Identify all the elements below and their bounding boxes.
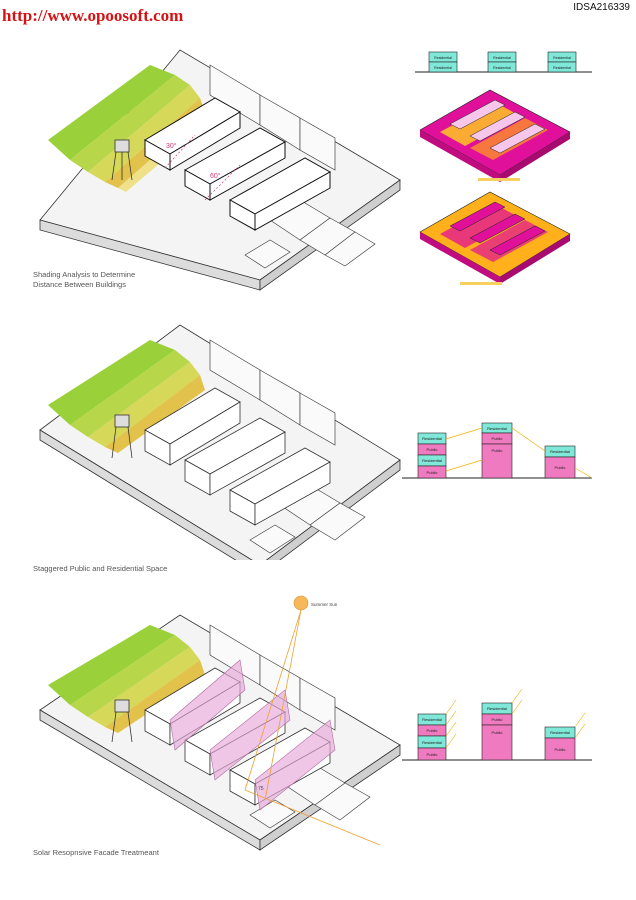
stack-left-label: Public (427, 752, 438, 757)
water-tower-icon (111, 414, 133, 459)
context-buildings (209, 624, 371, 829)
staggered-blocks (144, 387, 331, 526)
section-block-3-bottom (547, 61, 577, 73)
angle-label-30: 30° (166, 142, 177, 150)
stack-links (445, 427, 593, 479)
panel-3-caption: Solar Resopnsive Facade Treatmeant (33, 848, 159, 858)
heatmap-summer (419, 89, 571, 182)
stack-left (417, 713, 447, 761)
stack-left-label: Public (427, 470, 438, 475)
stack-left-label: Residential (422, 740, 442, 745)
sun-rays (244, 609, 381, 846)
section-block-2-bottom (487, 61, 517, 73)
context-buildings (209, 339, 366, 554)
stack-right (544, 726, 576, 761)
caption-line: Shading Analysis to Determine (33, 270, 136, 279)
shading-rays (164, 134, 241, 201)
stack-left-label: Public (427, 447, 438, 452)
stack-left-label: Public (427, 728, 438, 733)
panel-1-diagram: 30° 60° Residential Residential Resident… (39, 49, 592, 291)
caption-line: Staggered Public and Residential Space (33, 564, 168, 573)
heatmap-winter (419, 191, 571, 285)
caption-line: Distance Between Buildings (33, 280, 126, 289)
stack-mid-label: Public (492, 730, 503, 735)
caption-line: Solar Resopnsive Facade Treatmeant (33, 848, 159, 857)
panel-3-diagram: Summer Sun 75 Residential Public Residen… (39, 595, 592, 851)
angle-label: 75 (258, 786, 264, 792)
section-label: Residential (434, 66, 452, 70)
stack-right-label: Residential (550, 449, 570, 454)
stack-right-label: Public (555, 465, 566, 470)
section-label: Residential (553, 66, 571, 70)
residential-blocks (144, 97, 332, 231)
sun-icon (293, 595, 309, 611)
stack-mid (481, 422, 513, 479)
facade-screens (169, 659, 336, 811)
stack-right (544, 445, 576, 479)
section-label: Residential (493, 56, 511, 60)
panel-2-caption: Staggered Public and Residential Space (33, 564, 167, 574)
stack-left-label: Residential (422, 436, 442, 441)
panel-1-caption: Shading Analysis to Determine Distance B… (33, 270, 135, 290)
stack-mid-label: Public (492, 448, 503, 453)
stack-mid-label: Residential (487, 706, 507, 711)
watermark: http://www.opoosoft.com (2, 6, 184, 25)
sun-label: Summer Sun (311, 602, 338, 607)
stack-mid-label: Residential (487, 426, 507, 431)
section-label: Residential (434, 56, 452, 60)
angle-label-60: 60° (210, 172, 221, 180)
stack-mid-label: Public (492, 436, 503, 441)
section-label: Residential (553, 56, 571, 60)
section-blocks (428, 51, 577, 73)
sheet-id: IDSA216339 (573, 2, 630, 13)
panel-2-diagram: Residential Public Residential Public Re… (39, 324, 593, 560)
water-tower-icon (111, 699, 133, 743)
stack-left-label: Residential (422, 717, 442, 722)
section-block-1-bottom (428, 61, 458, 73)
stack-left-label: Residential (422, 458, 442, 463)
stack-left (417, 432, 447, 479)
section-label: Residential (493, 66, 511, 70)
stack-mid (481, 702, 513, 761)
site-base-side (39, 429, 253, 560)
stack-right-label: Public (555, 747, 566, 752)
stack-mid-label: Public (492, 717, 503, 722)
facade-fins (445, 688, 586, 749)
water-tower-icon (111, 139, 133, 181)
stack-right-label: Residential (550, 730, 570, 735)
